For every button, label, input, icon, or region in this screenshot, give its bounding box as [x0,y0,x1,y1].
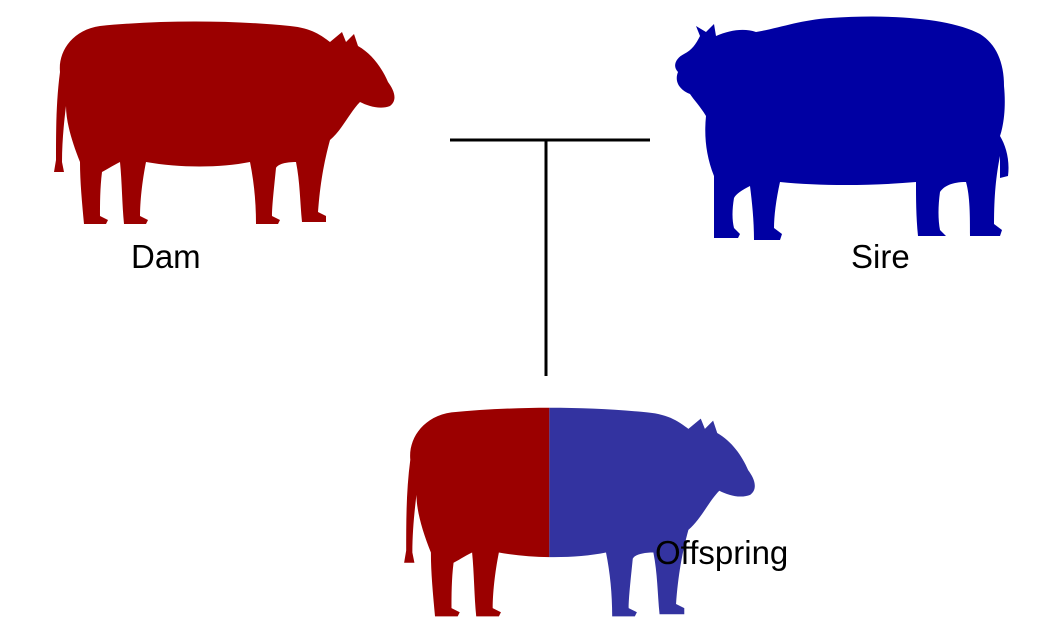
sire-bull-icon [675,17,1008,240]
sire-label: Sire [851,240,910,273]
dam-cow-icon [54,22,394,225]
offspring-label: Offspring [655,536,788,569]
dam-label: Dam [131,240,201,273]
offspring-calf-icon [404,408,755,617]
